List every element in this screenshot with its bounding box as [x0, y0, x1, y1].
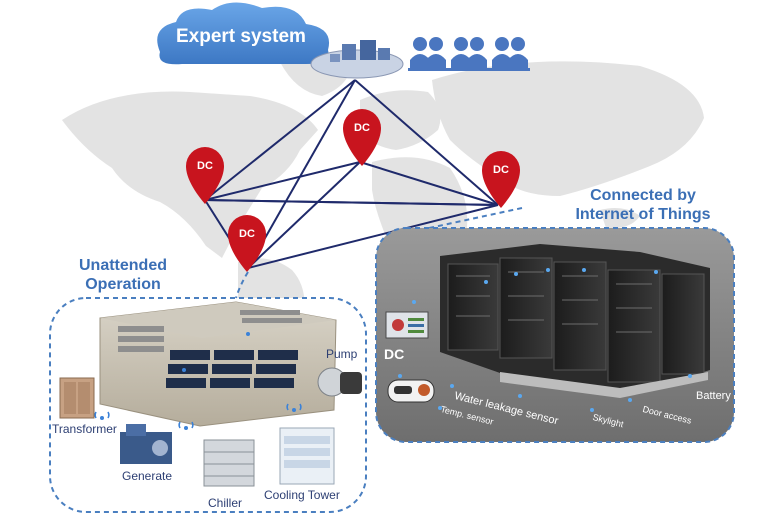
generator-icon	[120, 424, 172, 464]
dc-pin-south	[228, 215, 266, 272]
battery-label: Battery	[696, 390, 731, 402]
dc-pin-south-label: DC	[239, 228, 255, 240]
iot-signal-icons	[398, 268, 692, 412]
right-panel	[375, 207, 735, 443]
users-icon	[408, 37, 530, 71]
dc-pin-west	[186, 147, 224, 204]
cooling-tower-label: Cooling Tower	[264, 488, 340, 502]
expert-system-label: Expert system	[176, 26, 306, 47]
right-panel-title-line1: Connected by	[590, 187, 696, 204]
left-panel-title-line1: Unattended	[79, 257, 167, 274]
dc-pin-asia-label: DC	[493, 164, 509, 176]
cooling-tower-icon	[279, 427, 335, 485]
network-server-icon	[310, 40, 404, 79]
left-panel-title: Unattended Operation	[58, 256, 188, 294]
left-panel-title-line2: Operation	[85, 276, 161, 293]
micro-datacenter	[440, 244, 710, 398]
network-lines	[204, 79, 499, 269]
dc-pin-asia	[482, 151, 520, 208]
pump-label: Pump	[326, 347, 358, 361]
dc-pin-west-label: DC	[197, 160, 213, 172]
left-panel	[49, 271, 367, 513]
dc-panel-label: DC	[384, 346, 405, 362]
transformer-label: Transformer	[52, 422, 117, 436]
right-panel-title-line2: Internet of Things	[575, 206, 711, 223]
right-panel-title: Connected by Internet of Things	[548, 186, 738, 224]
pump-icon	[317, 367, 362, 397]
chiller-label: Chiller	[208, 496, 243, 510]
expert-system-cloud	[157, 2, 330, 65]
dc-pin-europe-label: DC	[354, 122, 370, 134]
water-leakage-sensor-icon	[387, 379, 435, 403]
dc-pin-europe	[343, 109, 381, 166]
transformer-icon	[59, 377, 95, 419]
chiller-icon	[203, 439, 255, 487]
monitor-screen-icon	[385, 311, 429, 339]
generate-label: Generate	[122, 469, 173, 483]
wifi-icon	[94, 332, 302, 430]
